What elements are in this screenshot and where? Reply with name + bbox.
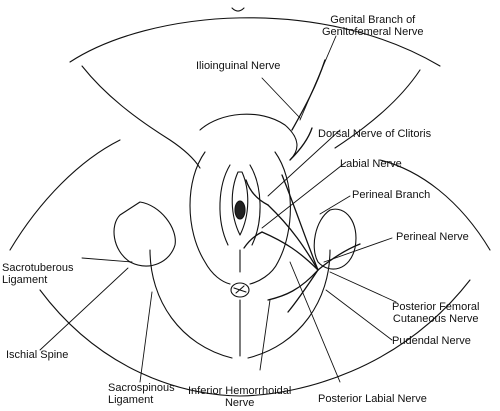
navel-mark — [231, 7, 245, 12]
abdomen-outline — [69, 17, 441, 67]
label-dorsal-nerve-clitoris: Dorsal Nerve of Clitoris — [318, 128, 432, 140]
label-sacrotuberous-line2: Ligament — [2, 274, 48, 286]
label-sacrospinous-line2: Ligament — [108, 394, 154, 406]
label-perineal-nerve: Perineal Nerve — [396, 231, 469, 243]
right-thigh-crease — [334, 69, 421, 149]
labia-minora-right — [249, 164, 261, 246]
label-genital-branch-line1: Genital Branch of — [330, 14, 416, 26]
left-ligament-band — [113, 201, 176, 267]
label-ilioinguinal: Ilioinguinal Nerve — [196, 60, 281, 72]
label-perineal-branch: Perineal Branch — [352, 189, 431, 201]
label-sacrospinous: Sacrospinous Ligament — [108, 382, 175, 406]
label-sacrotuberous-line1: Sacrotuberous — [2, 262, 74, 274]
vestibule — [231, 171, 249, 236]
left-buttock — [149, 249, 233, 359]
label-inferior-hemorrhoidal: Inferior Hemorrhoidal Nerve — [188, 385, 291, 409]
vaginal-opening — [234, 200, 246, 220]
leader-lines — [39, 35, 397, 383]
labia-majora-right — [249, 151, 291, 285]
lower-boundary — [39, 279, 471, 397]
label-pudendal-nerve: Pudendal Nerve — [392, 335, 471, 347]
labia-majora-left — [189, 151, 231, 285]
right-thigh-outer — [379, 159, 491, 251]
label-posterior-femoral-line2: Cutaneous Nerve — [392, 313, 479, 325]
labia-minora-left — [219, 164, 231, 246]
label-labial-nerve: Labial Nerve — [340, 158, 402, 170]
label-sacrotuberous: Sacrotuberous Ligament — [2, 262, 74, 286]
label-inferior-hemorrhoidal-line1: Inferior Hemorrhoidal — [188, 385, 292, 397]
left-thigh-outer — [9, 139, 121, 251]
label-genital-branch-line2: Genitofemeral Nerve — [322, 26, 424, 38]
label-genital-branch: Genital Branch of Genitofemeral Nerve — [322, 14, 424, 38]
label-posterior-femoral-line1: Posterior Femoral — [392, 301, 480, 313]
nerve-branches — [243, 59, 361, 313]
label-inferior-hemorrhoidal-line2: Nerve — [224, 397, 255, 409]
label-posterior-femoral: Posterior Femoral Cutaneous Nerve — [392, 301, 479, 325]
right-ligament-band — [313, 208, 357, 270]
mons-outline — [199, 113, 298, 161]
label-sacrospinous-line1: Sacrospinous — [108, 382, 175, 394]
anus — [230, 282, 250, 298]
left-thigh-crease — [81, 65, 201, 169]
label-ischial-spine: Ischial Spine — [6, 349, 69, 361]
label-posterior-labial: Posterior Labial Nerve — [318, 393, 427, 405]
right-buttock — [247, 249, 331, 359]
